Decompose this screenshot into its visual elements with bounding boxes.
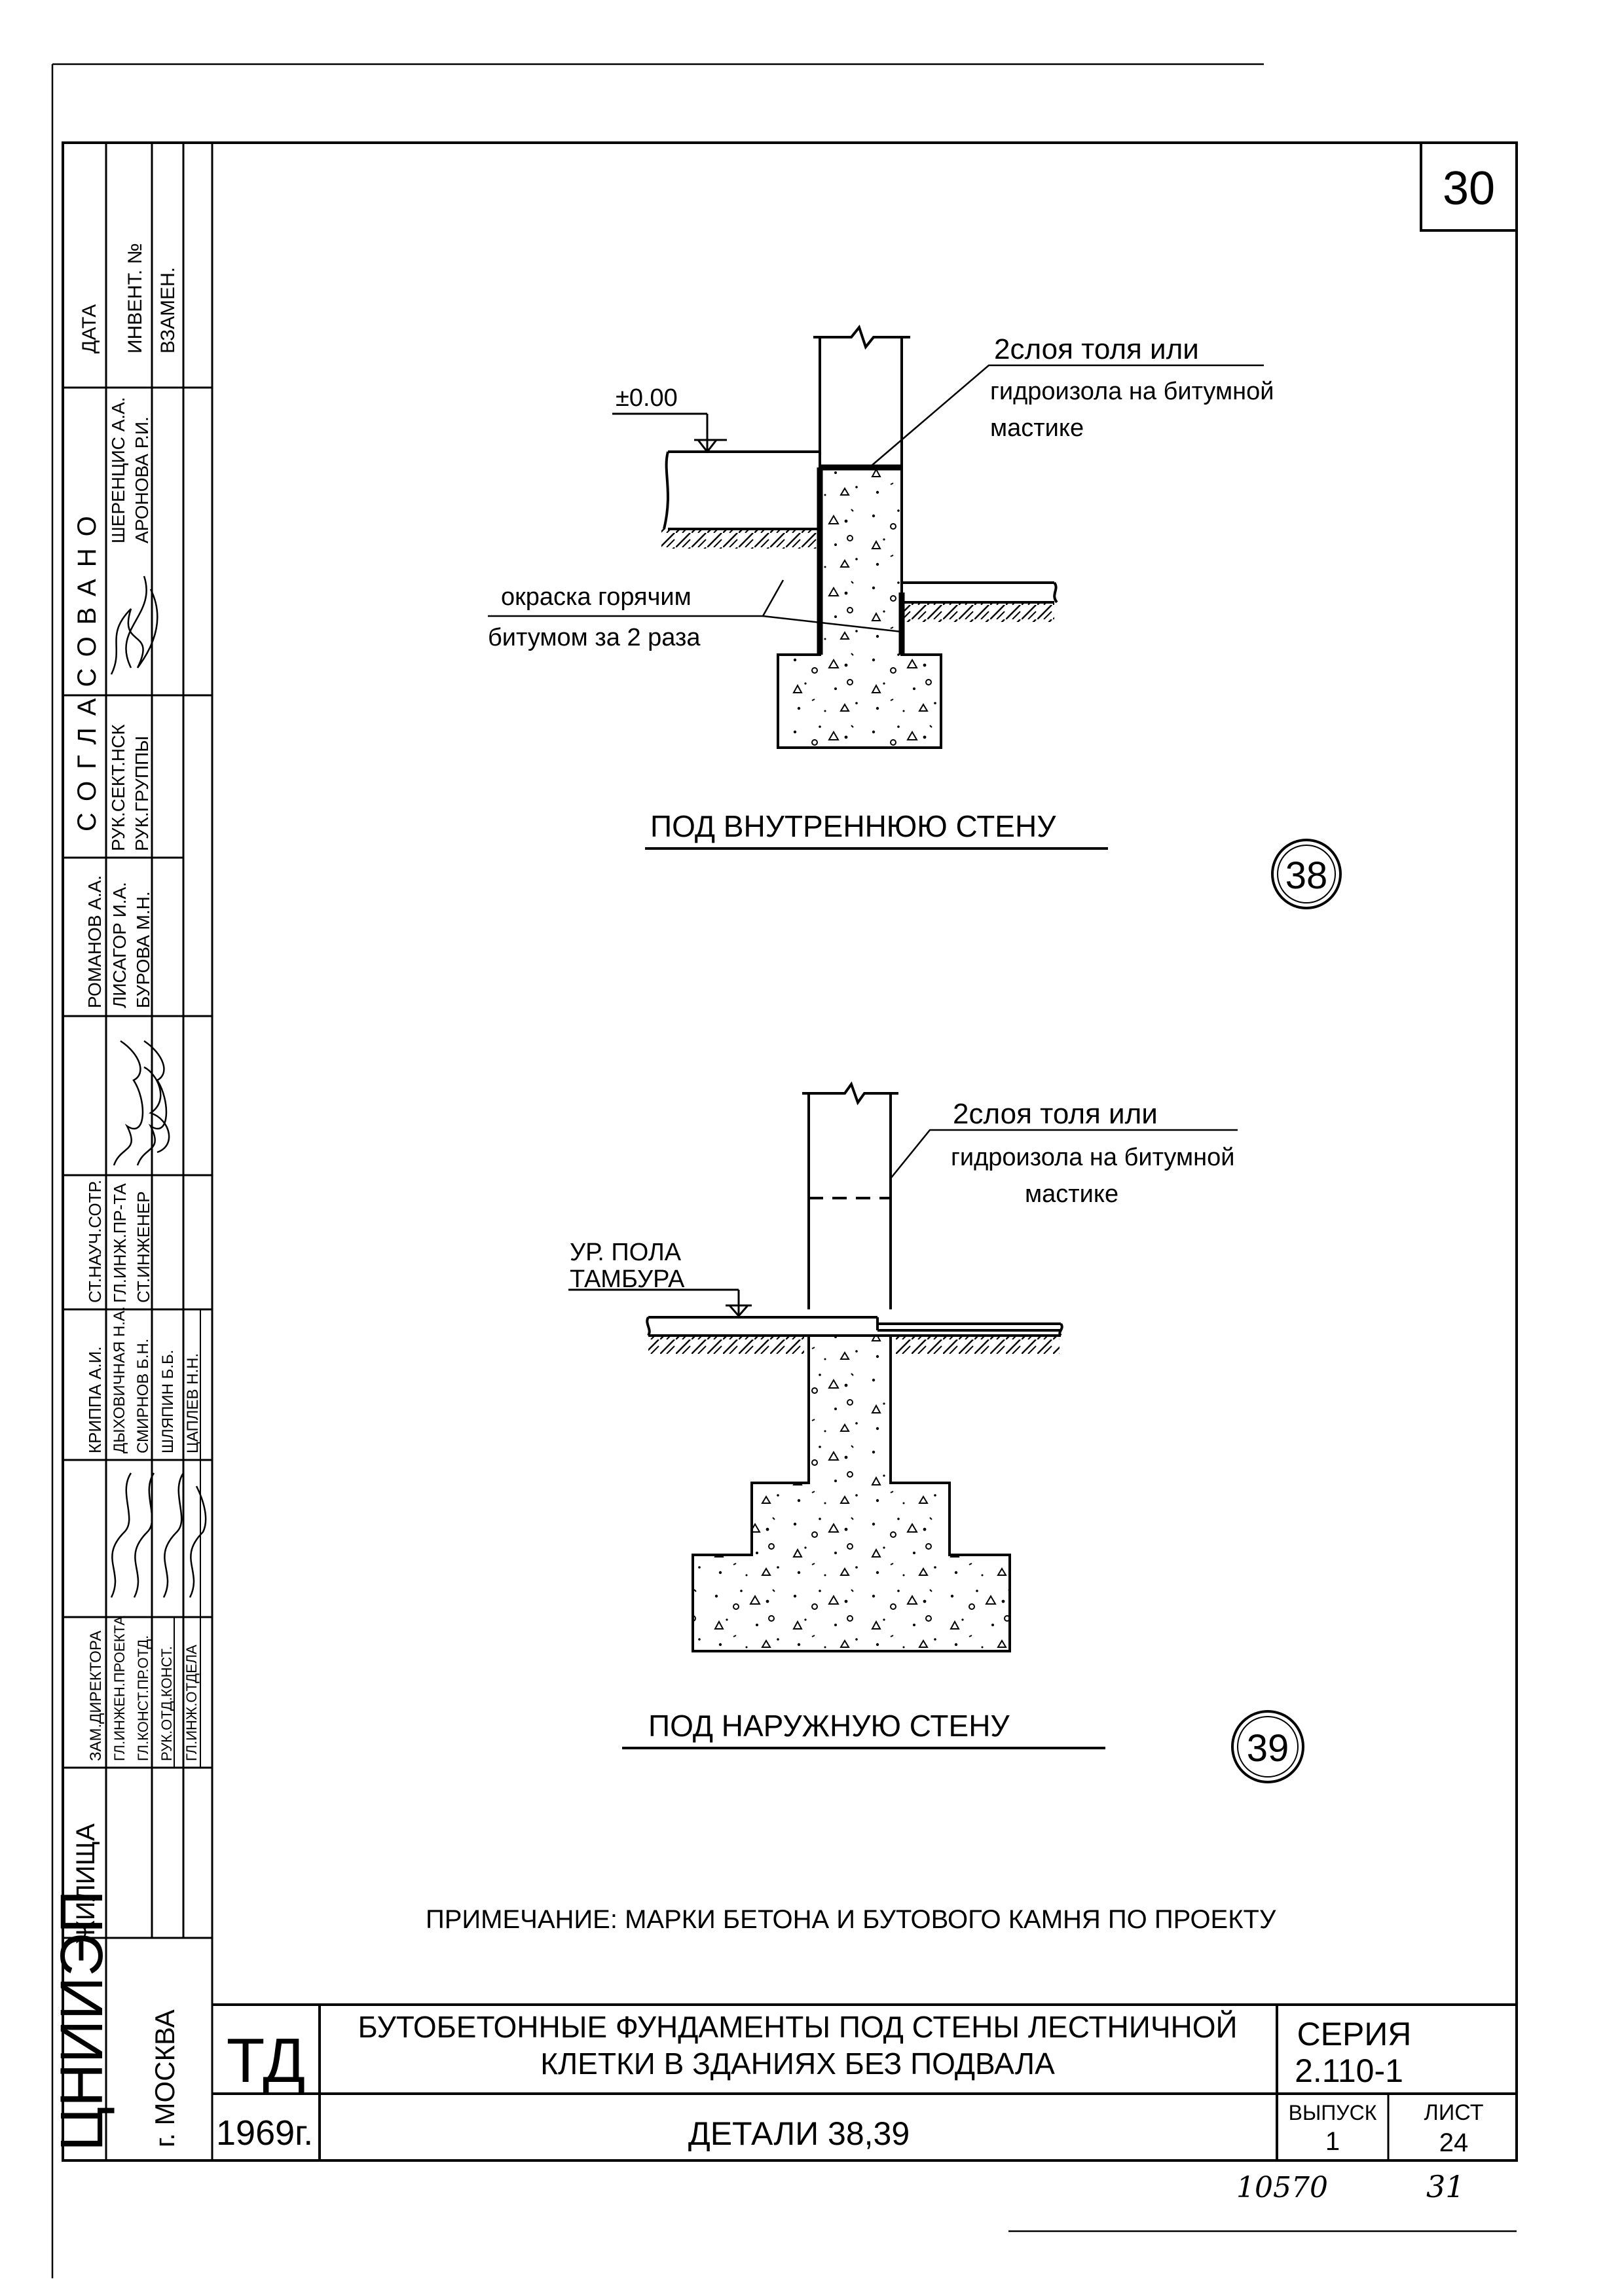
right-floor-38: [902, 581, 1058, 604]
label-replaces: ВЗАМЕН.: [157, 267, 179, 354]
year: 1969г.: [216, 2113, 313, 2153]
level-39-line1: УР. ПОЛА: [570, 1239, 682, 1266]
series-label: СЕРИЯ: [1297, 2016, 1412, 2052]
number-39: 39: [1247, 1727, 1289, 1770]
badge-39: 39: [1231, 1710, 1304, 1783]
staff-name-1: КРИППА А.И.: [85, 1346, 105, 1453]
foundation-39: [692, 1334, 1011, 1652]
wall-39: [802, 1081, 898, 1309]
staff-name-3: СМИРНОВ Б.Н.: [134, 1339, 152, 1453]
title-line1: БУТОБЕТОННЫЕ ФУНДАМЕНТЫ ПОД СТЕНЫ ЛЕСТНИ…: [358, 2010, 1237, 2044]
waterproof-39-line1: 2слоя толя или: [953, 1098, 1158, 1130]
signatures: [110, 575, 207, 1598]
issue-value: 1: [1325, 2127, 1340, 2156]
mgmt-role-3: ГЛ.КОНСТ.ПР.ОТД.: [135, 1635, 151, 1761]
left-soil-38: [661, 529, 819, 549]
issue-label: ВЫПУСК: [1289, 2101, 1377, 2124]
mgmt-role-5: ГЛ.ИНЖ.ОТДЕЛА: [183, 1645, 200, 1761]
waterproof-38-line1: 2слоя толя или: [994, 333, 1199, 365]
page-number-box: 30: [1420, 141, 1518, 232]
mgmt-role-1: ЗАМ.ДИРЕКТОРА: [87, 1631, 105, 1761]
city-name: г. МОСКВА: [149, 2009, 180, 2147]
staff-name-2: ДЫХОВИЧНАЯ Н.А.: [111, 1306, 128, 1453]
agreed-name-2: АРОНОВА Р.И.: [132, 416, 152, 543]
approval-strip: ДАТА ИНВЕНТ. № ВЗАМЕН. СОГЛАСОВАНО ШЕРЕН…: [48, 143, 213, 2160]
agreed-name-1: ШЕРЕНЦИС А.А.: [108, 397, 128, 543]
waterproof-38-line2: гидроизола на битумной: [990, 378, 1274, 405]
note-text: ПРИМЕЧАНИЕ: МАРКИ БЕТОНА И БУТОВОГО КАМН…: [426, 1905, 1276, 1934]
agreed-header: СОГЛАСОВАНО: [73, 504, 101, 831]
waterproof-38-line3: мастике: [990, 414, 1084, 442]
level-mark-39: [568, 1288, 752, 1318]
level-mark-38-text: ±0.00: [616, 384, 678, 412]
soil-left-39: [648, 1337, 804, 1354]
waterproof-39-line2: гидроизола на битумной: [951, 1144, 1234, 1171]
number-38: 38: [1285, 854, 1328, 897]
left-slab-38: [663, 450, 820, 530]
sheet-frame: [51, 63, 1518, 2278]
paint-38-line2: битумом за 2 раза: [488, 624, 701, 651]
label-date: ДАТА: [79, 304, 100, 354]
caption-39: ПОД НАРУЖНУЮ СТЕНУ: [648, 1709, 1010, 1743]
title-code: ТД: [227, 2026, 305, 2096]
staff-name-4: ШЛЯПИН Б.Б.: [159, 1350, 177, 1453]
agreed-person-3: БУРОВА М.Н.: [133, 891, 153, 1008]
agreed-person-2: ЛИСАГОР И.А.: [109, 882, 130, 1008]
floor-39: [646, 1316, 1063, 1337]
details-title: ДЕТАЛИ 38,39: [688, 2115, 910, 2152]
series-value: 2.110-1: [1295, 2052, 1403, 2089]
title-block: ТД БУТОБЕТОННЫЕ ФУНДАМЕНТЫ ПОД СТЕНЫ ЛЕС…: [212, 2003, 1517, 2160]
wall-38: [813, 324, 910, 467]
agreed-role-1: РУК.СЕКТ.НСК: [108, 724, 128, 851]
detail-38: ±0.00 2слоя толя или гидроизола на битум…: [488, 324, 1342, 909]
detail-39: УР. ПОЛА ТАМБУРА 2слоя толя или гидроизо…: [568, 1081, 1304, 1783]
agreed-person-1: РОМАНОВ А.А.: [84, 875, 105, 1008]
staff-role-1: СТ.НАУЧ.СОТР.: [85, 1180, 105, 1303]
staff-role-2: ГЛ.ИНЖ.ПР-ТА: [110, 1183, 130, 1303]
archive-number: 10570: [1236, 2171, 1328, 2204]
org-name: ЦНИИЭП: [48, 1890, 115, 2151]
level-mark-38: [612, 412, 727, 454]
caption-38: ПОД ВНУТРЕННЮЮ СТЕНУ: [650, 809, 1056, 843]
paint-38-line1: окраска горячим: [501, 583, 692, 611]
leaders-38: [488, 364, 1264, 633]
leader-39: [890, 1129, 1238, 1179]
mgmt-role-2: ГЛ.ИНЖЕН.ПРОЕКТА: [111, 1616, 128, 1761]
sheet-number-handwritten: 31: [1426, 2169, 1465, 2204]
waterproof-39-line3: мастике: [1025, 1180, 1118, 1208]
foundation-38: [777, 466, 942, 749]
sheet-label: ЛИСТ: [1424, 2100, 1484, 2125]
right-soil-38: [904, 604, 1054, 622]
badge-38: 38: [1271, 839, 1342, 909]
mgmt-role-4: РУК.ОТД.КОНСТ.: [158, 1646, 175, 1761]
agreed-role-2: РУК.ГРУППЫ: [132, 736, 152, 851]
page-number: 30: [1443, 162, 1495, 215]
label-inventory: ИНВЕНТ. №: [124, 243, 146, 354]
title-line2: КЛЕТКИ В ЗДАНИЯХ БЕЗ ПОДВАЛА: [540, 2047, 1055, 2081]
staff-name-5: ЦАПЛЕВ Н.Н.: [184, 1353, 202, 1453]
sheet-value: 24: [1439, 2128, 1469, 2157]
staff-role-3: СТ.ИНЖЕНЕР: [134, 1192, 153, 1303]
level-39-line2: ТАМБУРА: [570, 1266, 685, 1293]
org-suffix: ЖИЛИЩА: [71, 1823, 100, 1944]
soil-right-39: [896, 1337, 1060, 1354]
